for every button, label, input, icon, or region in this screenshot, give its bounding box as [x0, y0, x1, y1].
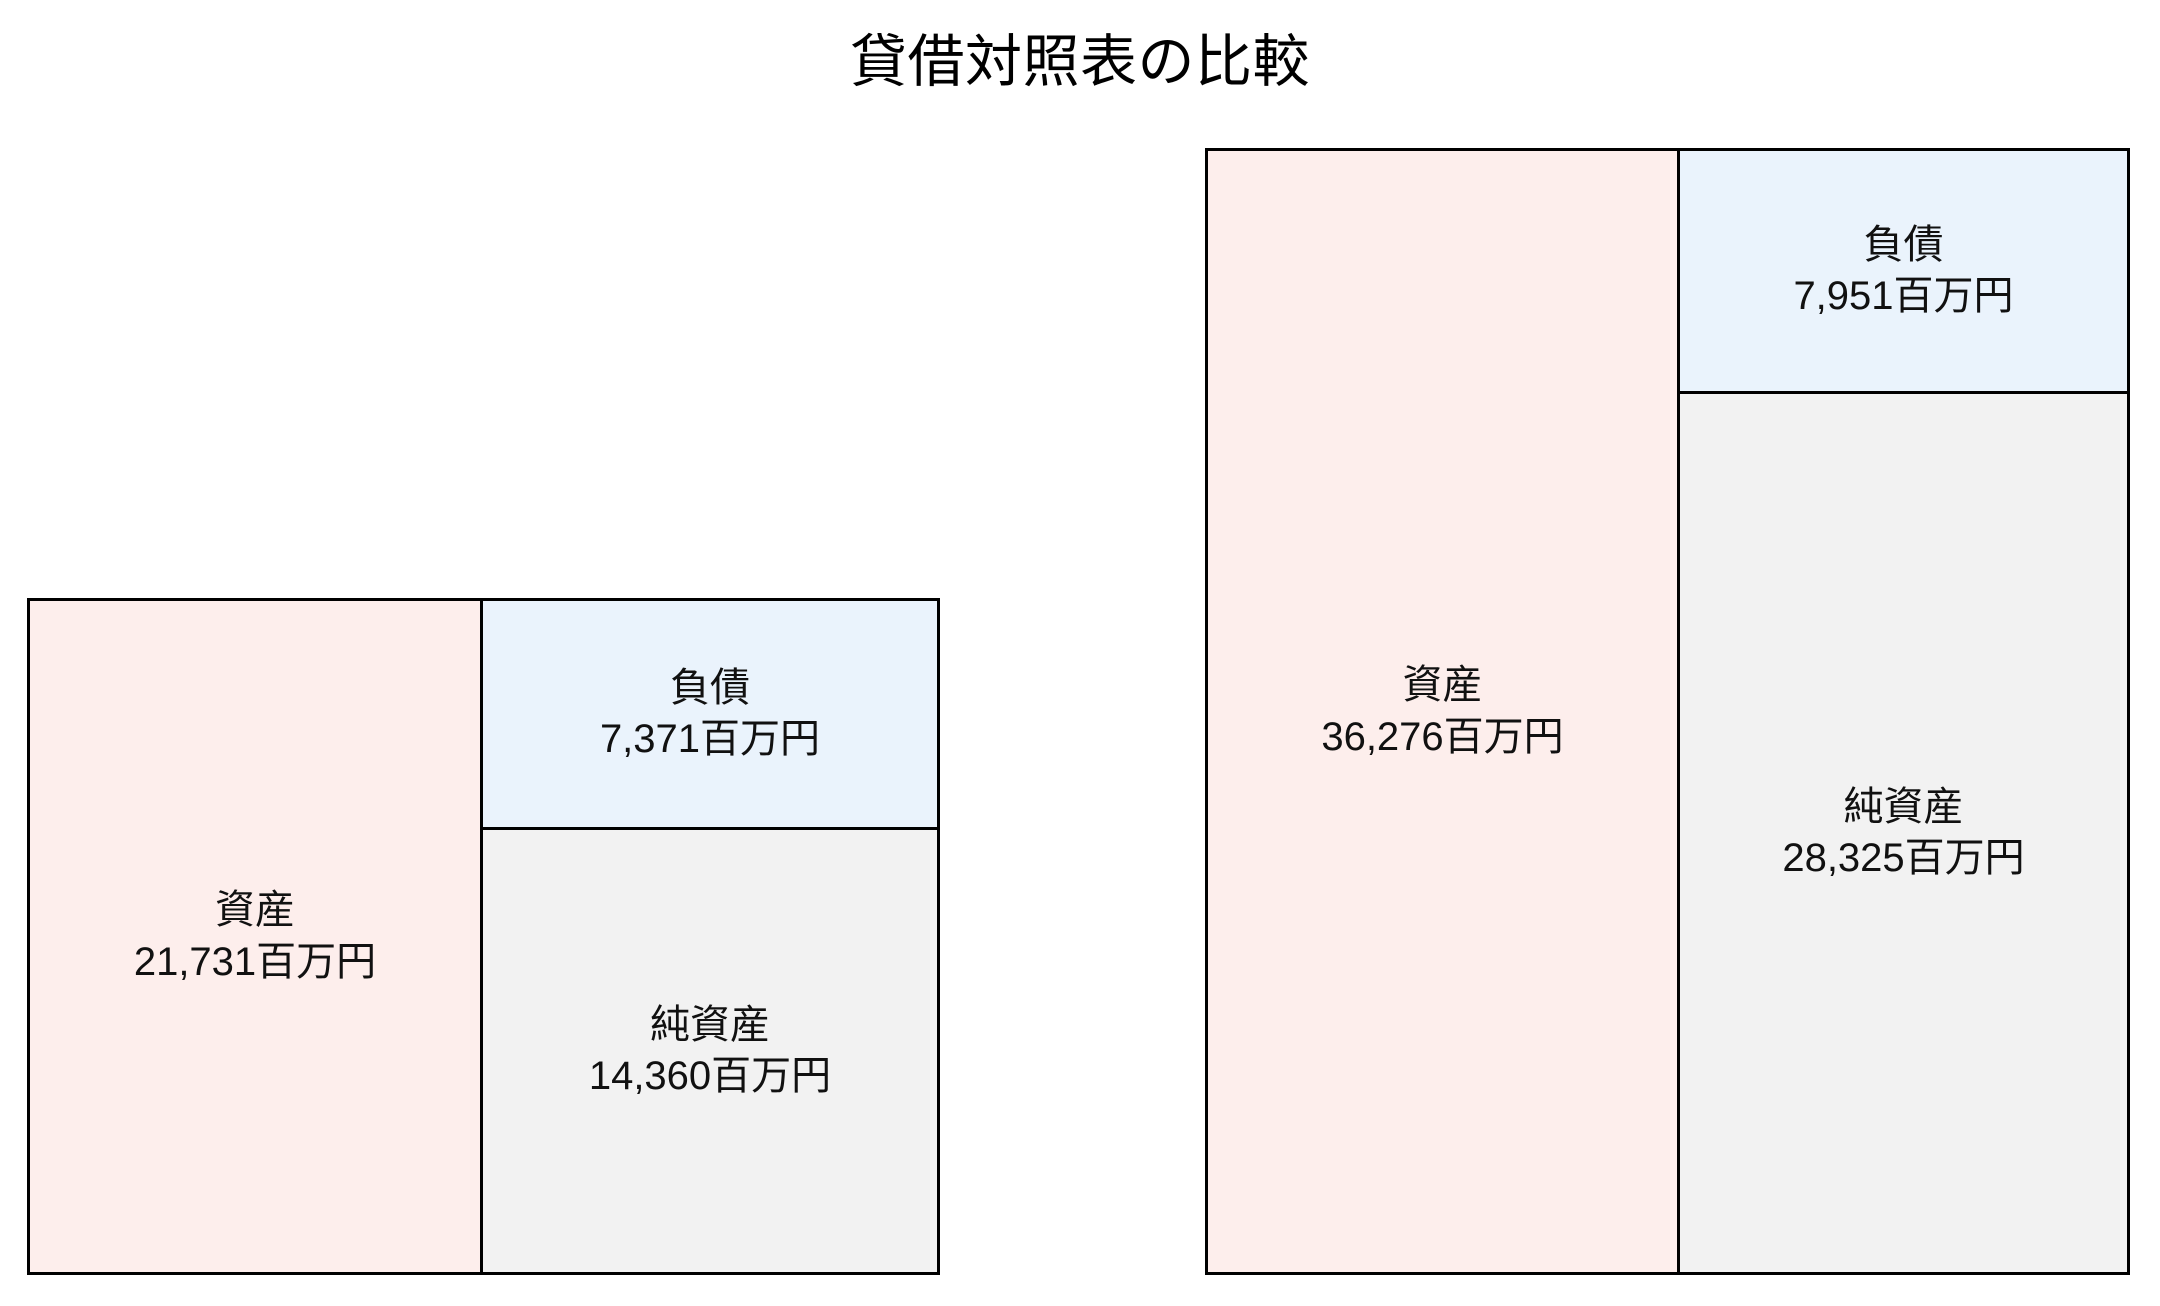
left-assets-box: 資産 21,731百万円 — [27, 598, 483, 1275]
left-assets-label: 資産 21,731百万円 — [133, 888, 377, 984]
left-liabilities-box: 負債 7,371百万円 — [480, 598, 940, 830]
right-net-assets-label: 純資産 28,325百万円 — [1782, 784, 2025, 880]
balance-sheet-left: 資産 21,731百万円 負債 7,371百万円 純資産 14,360百万円 — [27, 598, 940, 1275]
right-assets-label: 資産 36,276百万円 — [1321, 663, 1564, 759]
right-liabilities-label: 負債 7,951百万円 — [1793, 222, 2014, 318]
right-liabilities-box: 負債 7,951百万円 — [1677, 148, 2130, 394]
right-assets-box: 資産 36,276百万円 — [1205, 148, 1680, 1275]
right-net-assets-box: 純資産 28,325百万円 — [1677, 391, 2130, 1275]
page-title: 貸借対照表の比較 — [850, 30, 1310, 94]
left-net-assets-box: 純資産 14,360百万円 — [480, 827, 940, 1275]
balance-sheet-right: 資産 36,276百万円 負債 7,951百万円 純資産 28,325百万円 — [1205, 148, 2130, 1275]
left-net-assets-label: 純資産 14,360百万円 — [588, 1002, 832, 1098]
left-liabilities-label: 負債 7,371百万円 — [599, 665, 821, 761]
